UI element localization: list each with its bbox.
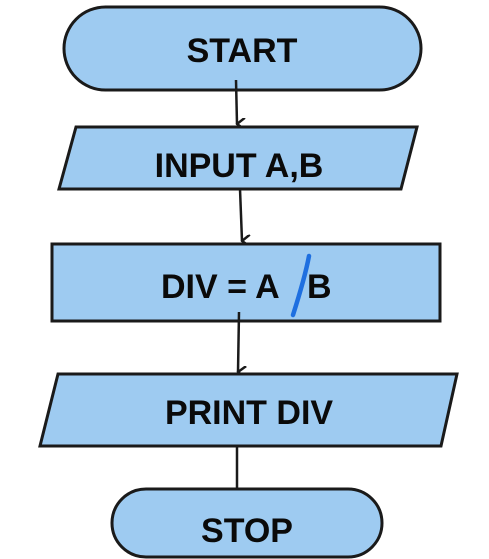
stop-shape xyxy=(110,487,384,559)
start-node: START xyxy=(62,5,423,92)
print-node: PRINT DIV xyxy=(38,372,459,448)
print-label: PRINT DIV xyxy=(165,394,333,432)
process-label-left: DIV = A xyxy=(161,268,280,306)
process-label-right: B xyxy=(307,268,332,306)
handwritten-slash-mark xyxy=(290,253,312,318)
connector-process-to-print xyxy=(238,311,239,372)
process-node: DIV = A B xyxy=(50,242,442,323)
stop-node: STOP xyxy=(110,487,384,559)
process-label: DIV = A B xyxy=(161,268,332,306)
input-node: INPUT A,B xyxy=(57,125,419,191)
stop-label: STOP xyxy=(201,512,293,550)
input-label: INPUT A,B xyxy=(155,147,324,185)
start-label: START xyxy=(187,32,298,70)
input-shape xyxy=(57,125,419,191)
connector-start-to-input xyxy=(234,79,237,124)
process-shape xyxy=(50,242,442,323)
print-shape xyxy=(38,372,459,448)
start-shape xyxy=(62,5,423,92)
connector-input-to-process xyxy=(238,188,242,241)
